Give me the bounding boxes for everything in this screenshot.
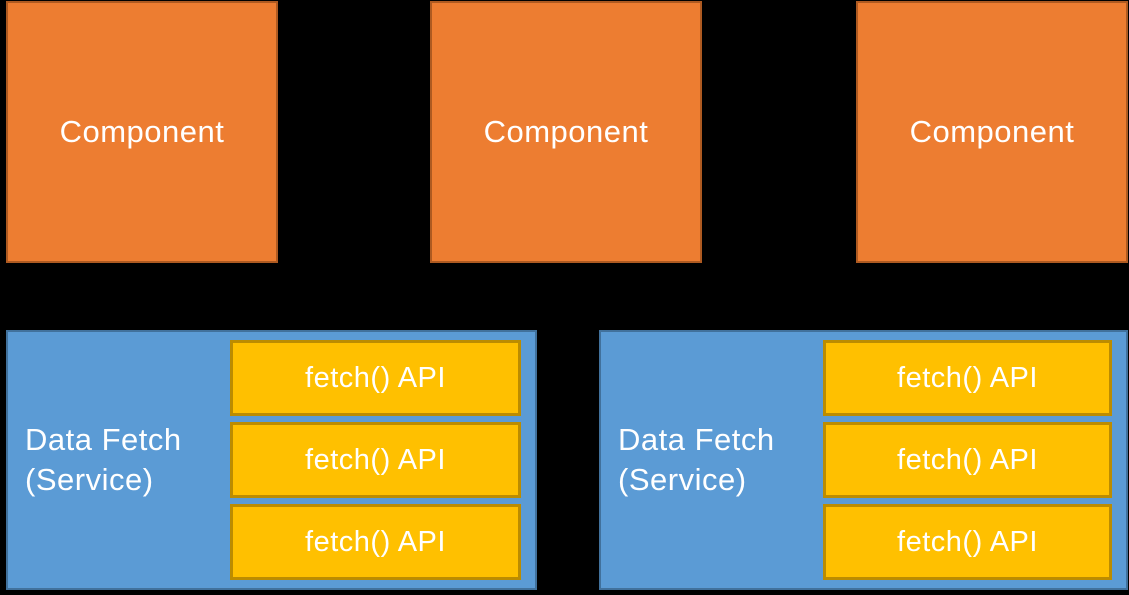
api-label: fetch() API: [305, 525, 446, 558]
api-label: fetch() API: [897, 361, 1038, 394]
api-column: fetch() API fetch() API fetch() API: [230, 340, 521, 580]
api-box: fetch() API: [230, 422, 521, 498]
api-box: fetch() API: [230, 340, 521, 416]
component-box-1: Component: [6, 1, 278, 263]
api-box: fetch() API: [823, 422, 1112, 498]
service-label-line2: (Service): [618, 462, 747, 497]
service-box-2: Data Fetch (Service) fetch() API fetch()…: [599, 330, 1128, 590]
component-box-2: Component: [430, 1, 702, 263]
api-label: fetch() API: [897, 525, 1038, 558]
component-label: Component: [483, 114, 649, 149]
service-box-1: Data Fetch (Service) fetch() API fetch()…: [6, 330, 537, 590]
api-label: fetch() API: [897, 443, 1038, 476]
service-label: Data Fetch (Service): [601, 332, 823, 588]
api-box: fetch() API: [823, 340, 1112, 416]
service-label-line1: Data Fetch: [618, 422, 775, 457]
api-label: fetch() API: [305, 361, 446, 394]
service-label-line1: Data Fetch: [25, 422, 182, 457]
service-label: Data Fetch (Service): [8, 332, 230, 588]
api-box: fetch() API: [230, 504, 521, 580]
service-label-line2: (Service): [25, 462, 154, 497]
component-box-3: Component: [856, 1, 1128, 263]
api-box: fetch() API: [823, 504, 1112, 580]
component-label: Component: [909, 114, 1075, 149]
api-label: fetch() API: [305, 443, 446, 476]
component-label: Component: [59, 114, 225, 149]
api-column: fetch() API fetch() API fetch() API: [823, 340, 1112, 580]
